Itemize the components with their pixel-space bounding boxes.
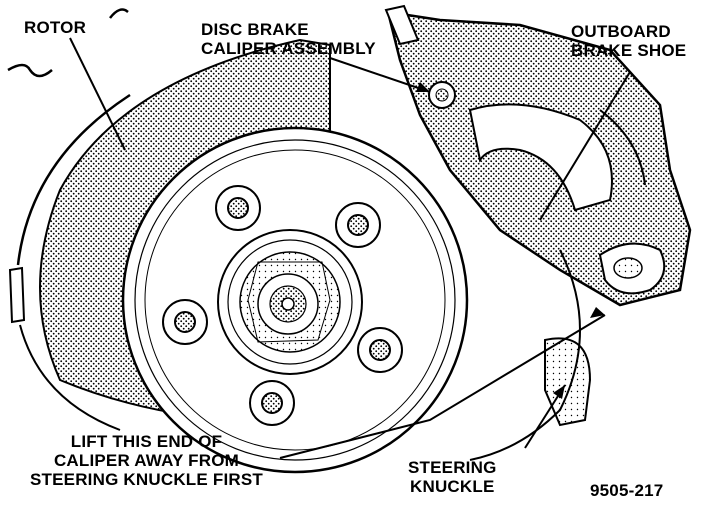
outboard-brake-shoe-label: OUTBOARD BRAKE SHOE <box>571 22 687 60</box>
break-marks <box>7 8 129 78</box>
caliper-assembly <box>384 4 692 307</box>
figure-number: 9505-217 <box>590 481 664 500</box>
leader-caliper <box>329 57 431 93</box>
leader-rotor <box>69 37 126 151</box>
wheel-studs <box>162 185 403 426</box>
leader-brake-shoe <box>539 71 631 221</box>
rotor-label: ROTOR <box>24 18 87 37</box>
disc-brake-caliper-label: DISC BRAKE CALIPER ASSEMBLY <box>201 20 376 58</box>
steering-knuckle-label: STEERING KNUCKLE <box>408 458 497 496</box>
hub <box>121 126 469 474</box>
leader-lift-end <box>279 314 606 459</box>
lift-instruction-label: LIFT THIS END OF CALIPER AWAY FROM STEER… <box>30 432 263 489</box>
steering-knuckle <box>469 249 592 461</box>
arrowheads <box>416 82 605 399</box>
